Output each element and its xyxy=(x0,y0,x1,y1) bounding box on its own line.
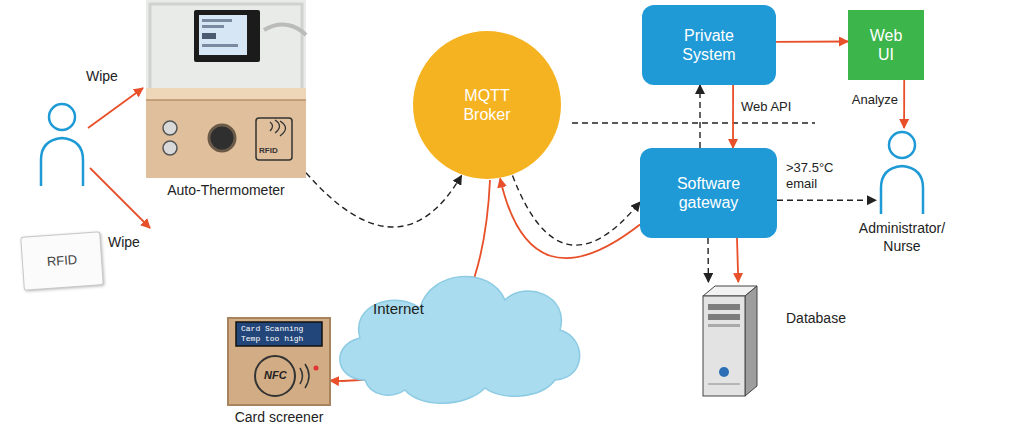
device-photo-outline xyxy=(146,0,306,178)
process-box: Private System xyxy=(642,5,776,85)
box-label: Web UI xyxy=(861,26,911,64)
data-flow-arrow xyxy=(500,179,640,259)
box-label: Software gateway xyxy=(659,174,759,212)
action-label: Wipe xyxy=(108,234,140,250)
wipe-arrow xyxy=(88,88,143,128)
device-photo: Card screener xyxy=(228,318,330,405)
internet-cloud: Internet xyxy=(325,250,590,410)
broker-label: MQTT Broker xyxy=(447,86,527,124)
message-arrow xyxy=(513,176,641,246)
device-photo: Auto-Thermometer xyxy=(146,0,306,178)
message-arrow xyxy=(306,173,462,227)
data-flow-arrow xyxy=(737,238,738,282)
wipe-arrow xyxy=(90,168,150,228)
data-flow-arrow xyxy=(903,80,905,128)
database-icon: Database xyxy=(695,282,762,398)
broker-circle-outline xyxy=(412,30,562,180)
database-icon-outline xyxy=(695,282,762,398)
cloud-label: Internet xyxy=(373,300,424,317)
card-text: RFID xyxy=(46,252,77,270)
device-caption: Auto-Thermometer xyxy=(126,182,326,198)
message-arrow xyxy=(699,85,700,148)
rfid-card: RFID xyxy=(20,231,104,290)
data-flow-arrow xyxy=(732,85,734,148)
message-arrow xyxy=(777,199,876,200)
device-photo-outline xyxy=(228,318,330,405)
database-caption: Database xyxy=(786,310,846,326)
process-box: Software gateway xyxy=(640,148,777,238)
person-icon-outline xyxy=(876,128,928,216)
edge-label: >37.5°C email xyxy=(786,160,848,192)
person-caption: Administrator/ Nurse xyxy=(842,220,962,255)
person-icon: Administrator/ Nurse xyxy=(876,128,928,216)
divider-dashed-line xyxy=(572,122,815,123)
internet-cloud-outline xyxy=(325,250,590,410)
device-caption: Card screener xyxy=(208,409,350,425)
broker-circle: MQTT Broker xyxy=(412,30,562,180)
user-person-icon xyxy=(41,104,83,186)
process-box: Web UI xyxy=(848,10,924,80)
message-arrow xyxy=(707,238,709,282)
box-label: Private System xyxy=(664,26,754,64)
edge-label: Web API xyxy=(741,99,811,115)
data-flow-arrow xyxy=(776,41,848,43)
edge-label: Analyze xyxy=(838,92,898,108)
action-label: Wipe xyxy=(86,68,118,84)
